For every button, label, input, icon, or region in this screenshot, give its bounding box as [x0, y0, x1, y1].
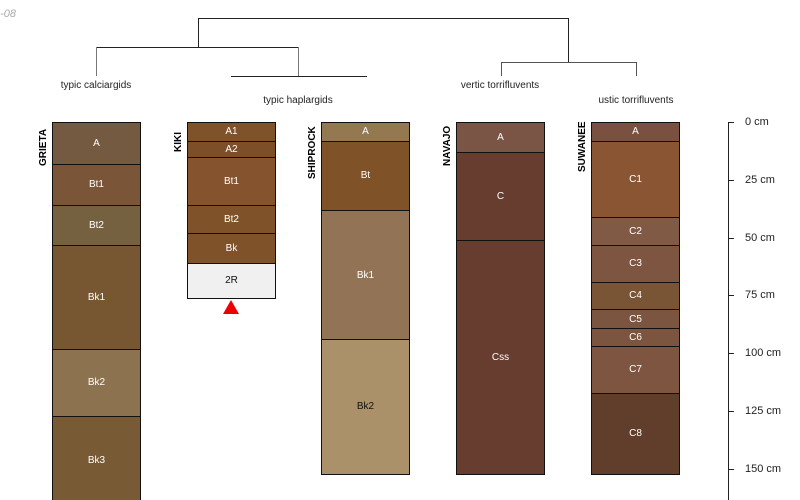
horizon: Bk	[187, 233, 276, 265]
depth-tick-label: 75 cm	[745, 289, 775, 302]
horizon: A	[52, 122, 141, 165]
depth-tick-label: 100 cm	[745, 347, 782, 360]
depth-tick-label: 125 cm	[745, 405, 782, 418]
depth-tick	[728, 353, 734, 355]
horizon: C	[456, 152, 545, 241]
horizon: A1	[187, 122, 276, 142]
dendro-line	[636, 62, 637, 76]
horizon: 2R	[187, 263, 276, 299]
dendro-line	[231, 76, 367, 77]
profile-name: SUWANEE	[577, 121, 588, 173]
taxon-label: ustic torrifluvents	[598, 95, 674, 106]
horizon: C7	[591, 346, 680, 394]
horizon: Bt2	[187, 205, 276, 235]
horizon: Bk2	[52, 348, 141, 417]
horizon: C1	[591, 140, 680, 218]
depth-tick-label: 25 cm	[745, 173, 775, 186]
depth-tick	[728, 468, 734, 470]
depth-tick-label: 50 cm	[745, 231, 775, 244]
horizon: A2	[187, 140, 276, 158]
profile-name: NAVAJO	[442, 125, 453, 166]
dendro-line	[501, 62, 637, 63]
profile-name: KIKI	[173, 132, 184, 153]
horizon: C2	[591, 216, 680, 246]
date-label: 0-08	[0, 8, 17, 20]
dendro-line	[96, 47, 97, 76]
horizon: C3	[591, 244, 680, 283]
horizon: Bk3	[52, 415, 141, 500]
dendro-line	[96, 47, 299, 48]
dendro-line	[198, 18, 569, 19]
profile-name: SHIPROCK	[307, 126, 318, 179]
horizon: A	[591, 122, 680, 142]
dendro-line	[568, 18, 569, 62]
taxon-label: typic haplargids	[263, 95, 333, 106]
horizon: Bk2	[321, 339, 410, 475]
horizon: Bt2	[52, 205, 141, 246]
horizon: C4	[591, 281, 680, 311]
taxon-label: vertic torrifluvents	[460, 80, 540, 91]
horizon: Bk1	[321, 209, 410, 341]
horizon: Bt1	[187, 156, 276, 207]
depth-tick-label: 150 cm	[745, 462, 782, 475]
horizon: C8	[591, 392, 680, 475]
dendro-line	[298, 47, 299, 76]
taxon-label: typic calciargids	[60, 80, 132, 91]
depth-tick-label: 0 cm	[745, 116, 769, 128]
horizon: A	[321, 122, 410, 142]
horizon: A	[456, 122, 545, 154]
profile-name: GRIETA	[38, 128, 49, 166]
depth-tick	[728, 237, 734, 239]
depth-tick	[728, 179, 734, 181]
depth-axis-line	[728, 122, 729, 500]
bedrock-marker-icon	[223, 299, 239, 314]
depth-tick	[728, 295, 734, 297]
dendro-line	[198, 18, 199, 47]
depth-tick	[728, 122, 734, 123]
horizon: C5	[591, 309, 680, 329]
horizon: Bt1	[52, 163, 141, 207]
horizon: Bk1	[52, 244, 141, 350]
horizon: Bt	[321, 140, 410, 211]
depth-tick	[728, 411, 734, 413]
horizon: C6	[591, 327, 680, 348]
dendro-line	[501, 62, 502, 76]
horizon: Css	[456, 239, 545, 475]
